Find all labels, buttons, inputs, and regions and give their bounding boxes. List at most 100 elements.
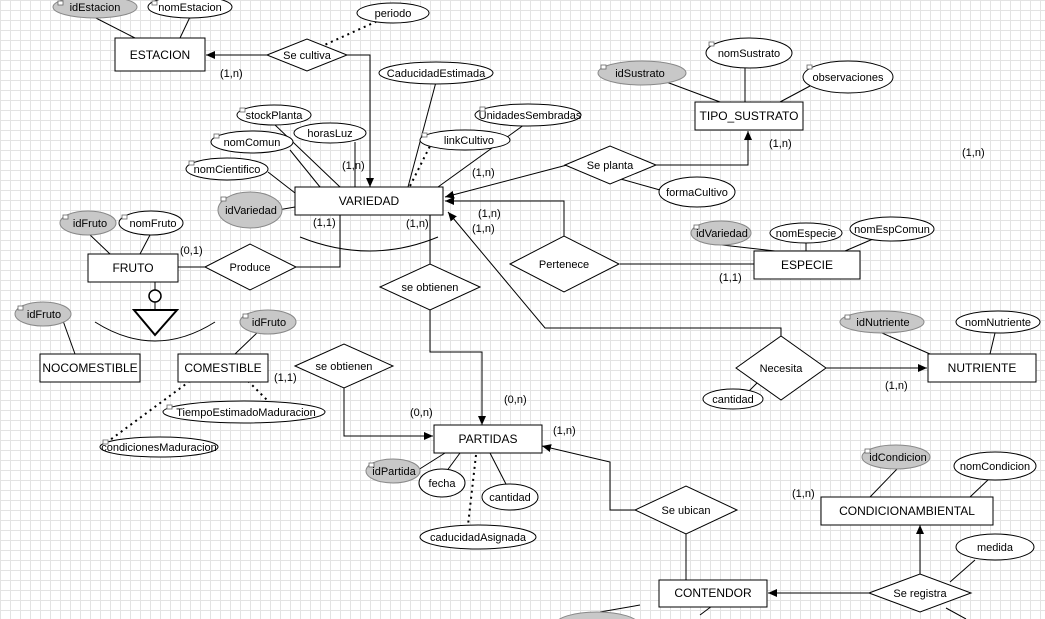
attribute-idFruto-nocomestible[interactable]: idFruto xyxy=(14,301,72,327)
attribute-linkCultivo[interactable]: linkCultivo xyxy=(419,129,511,151)
participation-arcs xyxy=(94,236,439,342)
attribute-tiempoEstimadoMaduracion[interactable]: TiempoEstimadoMaduracion xyxy=(162,400,326,424)
cardinality-variedad-right-a: (1,n) xyxy=(478,208,501,220)
attribute-observaciones[interactable]: observaciones xyxy=(802,60,894,94)
relationship-produce[interactable]: Produce xyxy=(203,243,298,291)
attribute-caducidadAsignada[interactable]: caducidadAsignada xyxy=(419,524,537,550)
attribute-unidadesSembradas[interactable]: UnidadesSembradas xyxy=(474,103,582,127)
attribute-nomEspecie-label: nomEspecie xyxy=(776,228,837,240)
attribute-idCondicion[interactable]: idCondicion xyxy=(861,444,931,470)
attribute-idCondicion-label: idCondicion xyxy=(869,452,926,464)
relationship-se-obtienen-variedad[interactable]: se obtienen xyxy=(378,263,482,311)
attribute-idEstacion-label: idEstacion xyxy=(70,2,121,14)
attribute-nomComun-label: nomComun xyxy=(224,137,281,149)
attribute-periodo-label: periodo xyxy=(375,8,412,20)
relationship-se-planta[interactable]: Se planta xyxy=(563,145,658,185)
attribute-condicionesMaduracion-label: condicionesMaduracion xyxy=(101,442,217,454)
attribute-idFruto-comestible[interactable]: idFruto xyxy=(239,309,297,335)
relationship-se-registra-label: Se registra xyxy=(893,588,947,600)
relationship-pertenece[interactable]: Pertenece xyxy=(508,235,621,293)
cardinality-partidas-right: (1,n) xyxy=(553,425,576,437)
attribute-idNutriente[interactable]: idNutriente xyxy=(839,310,925,334)
attribute-condicionesMaduracion[interactable]: condicionesMaduracion xyxy=(99,436,219,458)
entity-tipo-sustrato[interactable]: TIPO_SUSTRATO xyxy=(694,101,804,131)
attribute-fecha[interactable]: fecha xyxy=(418,468,466,498)
entity-tipo-sustrato-label: TIPO_SUSTRATO xyxy=(700,109,799,123)
attribute-nomSustrato[interactable]: nomSustrato xyxy=(705,37,793,69)
relationship-se-obtienen-variedad-label: se obtienen xyxy=(402,282,459,294)
attribute-periodo[interactable]: periodo xyxy=(356,2,430,24)
entity-estacion-label: ESTACION xyxy=(130,48,190,62)
relationship-se-cultiva[interactable]: Se cultiva xyxy=(265,38,349,72)
attribute-idFruto-comestible-label: idFruto xyxy=(252,317,286,329)
entity-contendor[interactable]: CONTENDOR xyxy=(658,579,768,608)
entity-comestible[interactable]: COMESTIBLE xyxy=(177,353,269,383)
relationship-se-ubican[interactable]: Se ubican xyxy=(633,485,739,535)
attribute-medida[interactable]: medida xyxy=(955,533,1035,561)
cardinalities: (1,n) (1,n) (1,n) (1,n) (1,n) (1,n) (1,n… xyxy=(180,68,985,500)
attribute-idNutriente-label: idNutriente xyxy=(856,317,909,329)
attribute-idVariedad-label: idVariedad xyxy=(225,205,277,217)
cardinality-especie: (1,1) xyxy=(719,272,742,284)
relationship-se-cultiva-label: Se cultiva xyxy=(283,50,332,62)
attribute-nomCondicion[interactable]: nomCondicion xyxy=(953,451,1037,481)
entity-fruto[interactable]: FRUTO xyxy=(87,253,179,283)
entity-estacion[interactable]: ESTACION xyxy=(114,37,206,72)
attribute-nomEspComun-label: nomEspComun xyxy=(854,224,930,236)
attribute-cantidad-necesita-label: cantidad xyxy=(712,394,754,406)
entity-condicionambiental[interactable]: CONDICIONAMBIENTAL xyxy=(820,496,994,526)
attribute-nomFruto[interactable]: nomFruto xyxy=(118,210,184,236)
attribute-idPartida[interactable]: idPartida xyxy=(365,458,421,484)
attribute-cantidad-partidas[interactable]: cantidad xyxy=(481,483,539,511)
relationship-necesita[interactable]: Necesita xyxy=(735,335,827,401)
cardinality-partidas-top: (0,n) xyxy=(504,394,527,406)
attribute-nomEstacion[interactable]: nomEstacion xyxy=(147,0,233,19)
entity-nutriente[interactable]: NUTRIENTE xyxy=(927,353,1037,383)
cardinality-variedad-left: (1,1) xyxy=(313,217,336,229)
cardinality-fruto: (0,1) xyxy=(180,245,203,257)
attribute-nomNutriente[interactable]: nomNutriente xyxy=(955,310,1041,334)
attribute-cantidad-partidas-label: cantidad xyxy=(489,492,531,504)
attribute-nomCientifico[interactable]: nomCientifico xyxy=(185,157,269,181)
entity-nocomestible[interactable]: NOCOMESTIBLE xyxy=(39,353,141,383)
attribute-caducidadAsignada-label: caducidadAsignada xyxy=(430,532,527,544)
cardinality-tipo-sustrato: (1,n) xyxy=(769,138,792,150)
attribute-nomEspecie[interactable]: nomEspecie xyxy=(769,222,843,244)
attribute-tiempoEstimadoMaduracion-label: TiempoEstimadoMaduracion xyxy=(176,407,316,419)
entity-variedad-label: VARIEDAD xyxy=(339,194,400,208)
attribute-nomComun[interactable]: nomComun xyxy=(210,130,294,154)
attribute-caducidadEstimada-label: CaducidadEstimada xyxy=(387,68,486,80)
attribute-idEstacion[interactable]: idEstacion xyxy=(52,0,138,19)
attribute-idVariedad-especie[interactable]: idVariedad xyxy=(690,220,752,246)
attribute-formaCultivo[interactable]: formaCultivo xyxy=(658,176,736,208)
attribute-stockPlanta[interactable]: stockPlanta xyxy=(236,104,312,126)
attribute-nomFruto-label: nomFruto xyxy=(129,218,176,230)
attribute-nomEstacion-label: nomEstacion xyxy=(158,2,222,14)
relationship-se-obtienen-comestible[interactable]: se obtienen xyxy=(293,343,395,389)
attribute-idSustrato[interactable]: idSustrato xyxy=(597,60,687,86)
cardinality-partidas-left: (0,n) xyxy=(410,407,433,419)
attribute-caducidadEstimada[interactable]: CaducidadEstimada xyxy=(378,61,494,85)
cardinality-far-right: (1,n) xyxy=(962,147,985,159)
entity-especie-label: ESPECIE xyxy=(781,258,833,272)
entity-condicionambiental-label: CONDICIONAMBIENTAL xyxy=(839,504,975,518)
cardinality-variedad-bottom: (1,n) xyxy=(406,218,429,230)
attribute-nomSustrato-label: nomSustrato xyxy=(718,48,780,60)
relationship-produce-label: Produce xyxy=(230,262,271,274)
attribute-linkCultivo-label: linkCultivo xyxy=(444,135,494,147)
attribute-medida-label: medida xyxy=(977,542,1014,554)
attribute-idVariedad[interactable]: idVariedad xyxy=(217,191,283,229)
attribute-idSustrato-label: idSustrato xyxy=(615,68,665,80)
attribute-idFruto-fruto-label: idFruto xyxy=(73,218,107,230)
attribute-cantidad-necesita[interactable]: cantidad xyxy=(702,388,764,410)
entity-partidas[interactable]: PARTIDAS xyxy=(433,424,543,454)
entity-especie[interactable]: ESPECIE xyxy=(753,250,861,280)
attribute-nomEspComun[interactable]: nomEspComun xyxy=(849,216,935,242)
entity-variedad[interactable]: VARIEDAD xyxy=(294,186,444,216)
attribute-horasLuz[interactable]: horasLuz xyxy=(293,122,367,144)
attribute-nomNutriente-label: nomNutriente xyxy=(965,317,1031,329)
attribute-idFruto-fruto[interactable]: idFruto xyxy=(59,210,117,236)
relationship-se-ubican-label: Se ubican xyxy=(662,505,711,517)
relationship-se-registra[interactable]: Se registra xyxy=(867,573,973,613)
attribute-formaCultivo-label: formaCultivo xyxy=(666,187,728,199)
